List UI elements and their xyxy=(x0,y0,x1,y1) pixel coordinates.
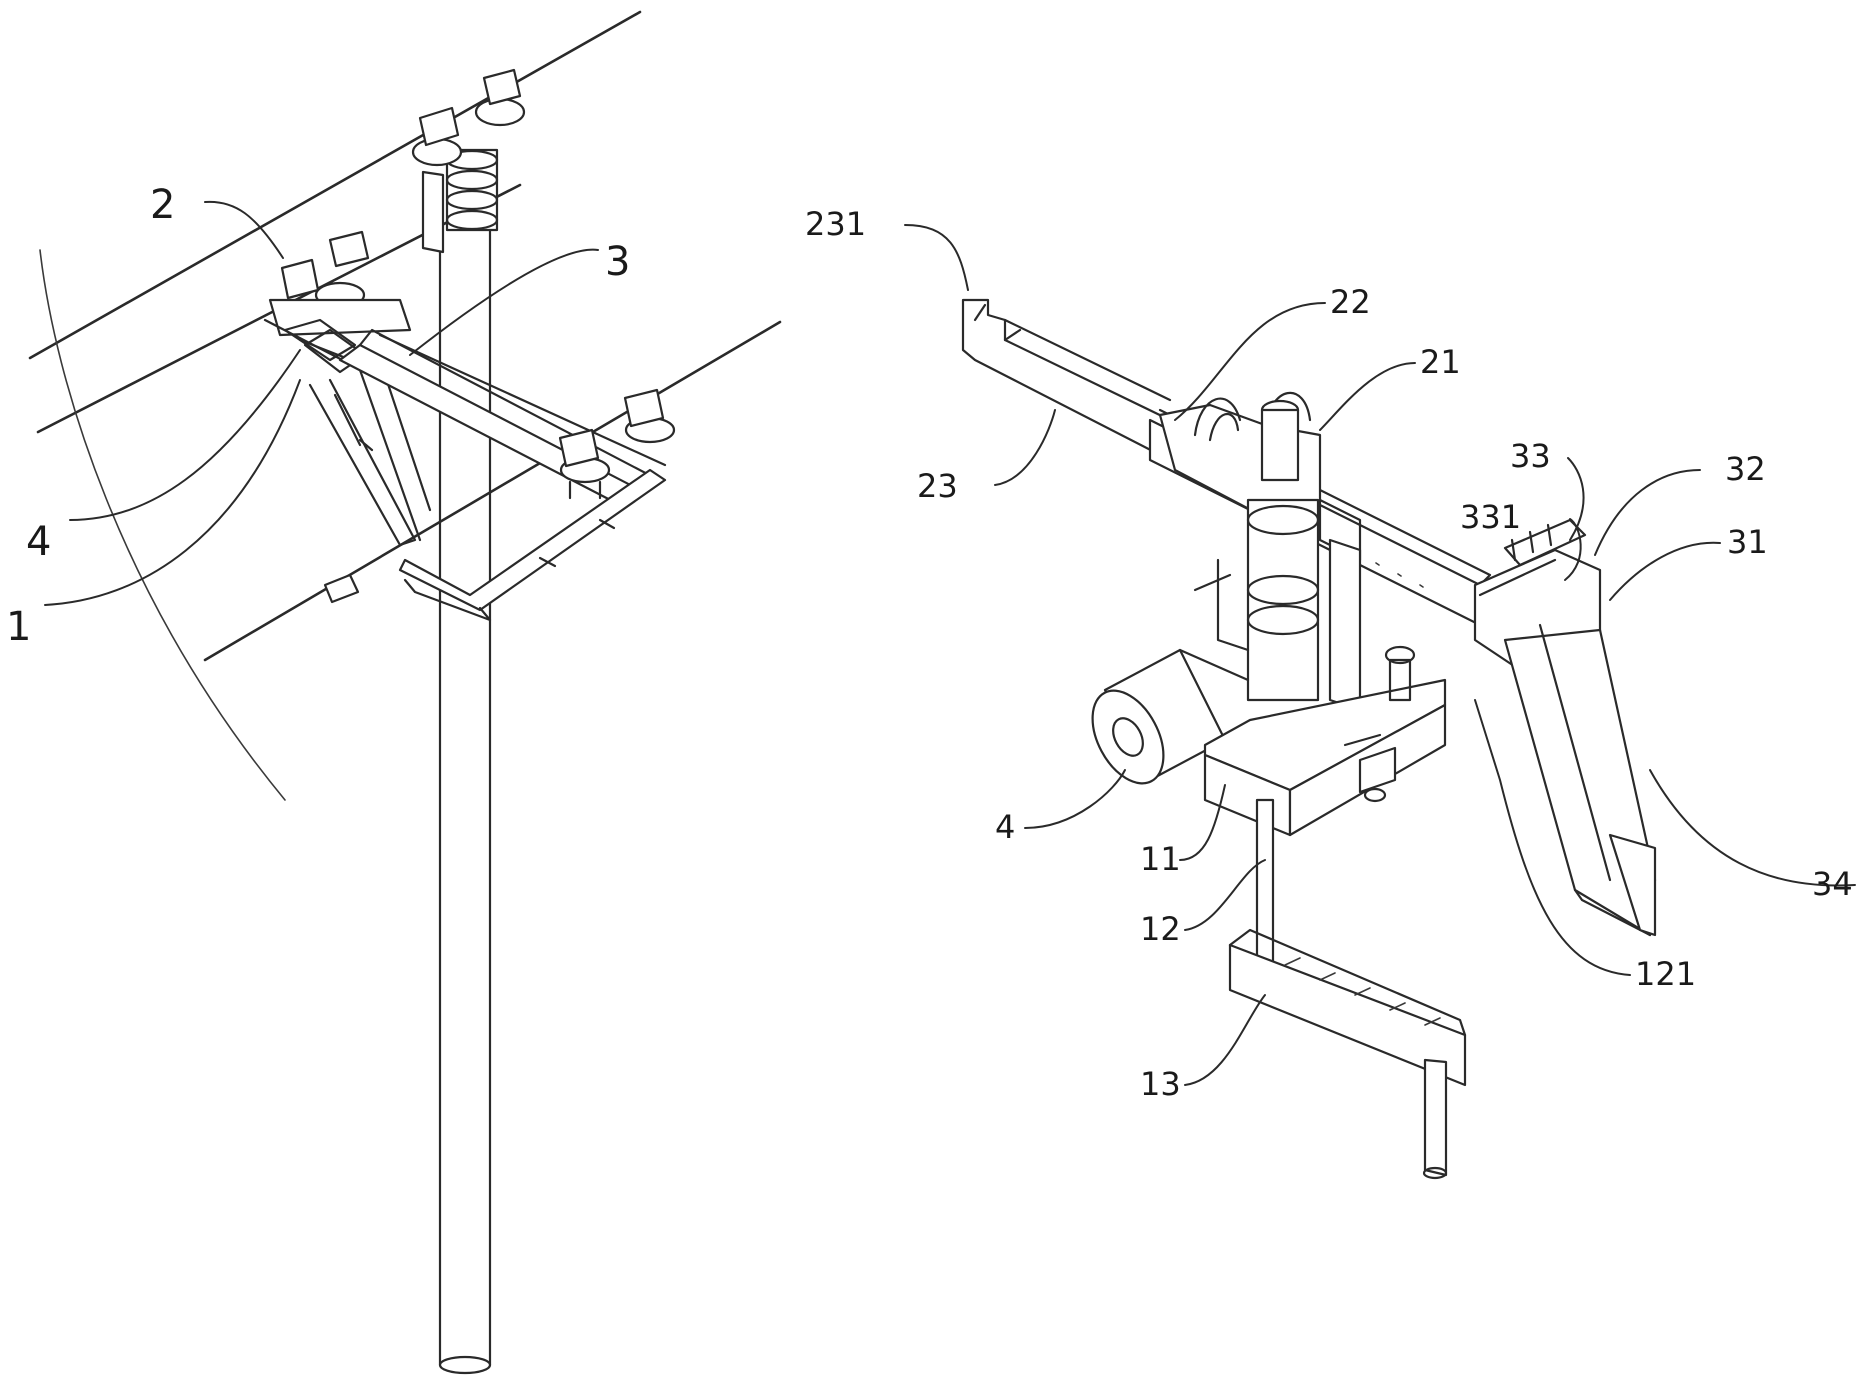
label-11: 11 xyxy=(1140,840,1181,878)
utility-pole xyxy=(423,150,497,1373)
extension-arm-23 xyxy=(963,300,1170,460)
foot-bar-13 xyxy=(1230,800,1465,1178)
label-12: 12 xyxy=(1140,910,1181,948)
label-331: 331 xyxy=(1460,498,1521,536)
label-33: 33 xyxy=(1510,437,1551,475)
label-4-motor: 4 xyxy=(995,808,1015,846)
blade-34 xyxy=(1505,625,1655,935)
label-34: 34 xyxy=(1812,865,1853,903)
label-231: 231 xyxy=(805,205,866,243)
base-platform-11 xyxy=(1205,647,1445,835)
leader-lines-right xyxy=(905,225,1855,1085)
crossarm-3 xyxy=(340,330,665,620)
insulator-cluster-2 xyxy=(265,232,440,395)
label-21: 21 xyxy=(1420,343,1461,381)
label-32: 32 xyxy=(1725,450,1766,488)
pole-assembly-view xyxy=(30,12,780,1373)
label-121: 121 xyxy=(1635,955,1696,993)
label-22: 22 xyxy=(1330,283,1371,321)
label-4-pole: 4 xyxy=(26,519,51,565)
label-31: 31 xyxy=(1727,523,1768,561)
robot-device-view xyxy=(905,225,1855,1178)
power-lines xyxy=(30,12,780,800)
label-13: 13 xyxy=(1140,1065,1181,1103)
wire-clamp xyxy=(325,575,358,602)
label-2: 2 xyxy=(150,182,175,228)
label-3: 3 xyxy=(605,239,630,285)
label-1: 1 xyxy=(6,604,31,650)
label-23: 23 xyxy=(917,467,958,505)
